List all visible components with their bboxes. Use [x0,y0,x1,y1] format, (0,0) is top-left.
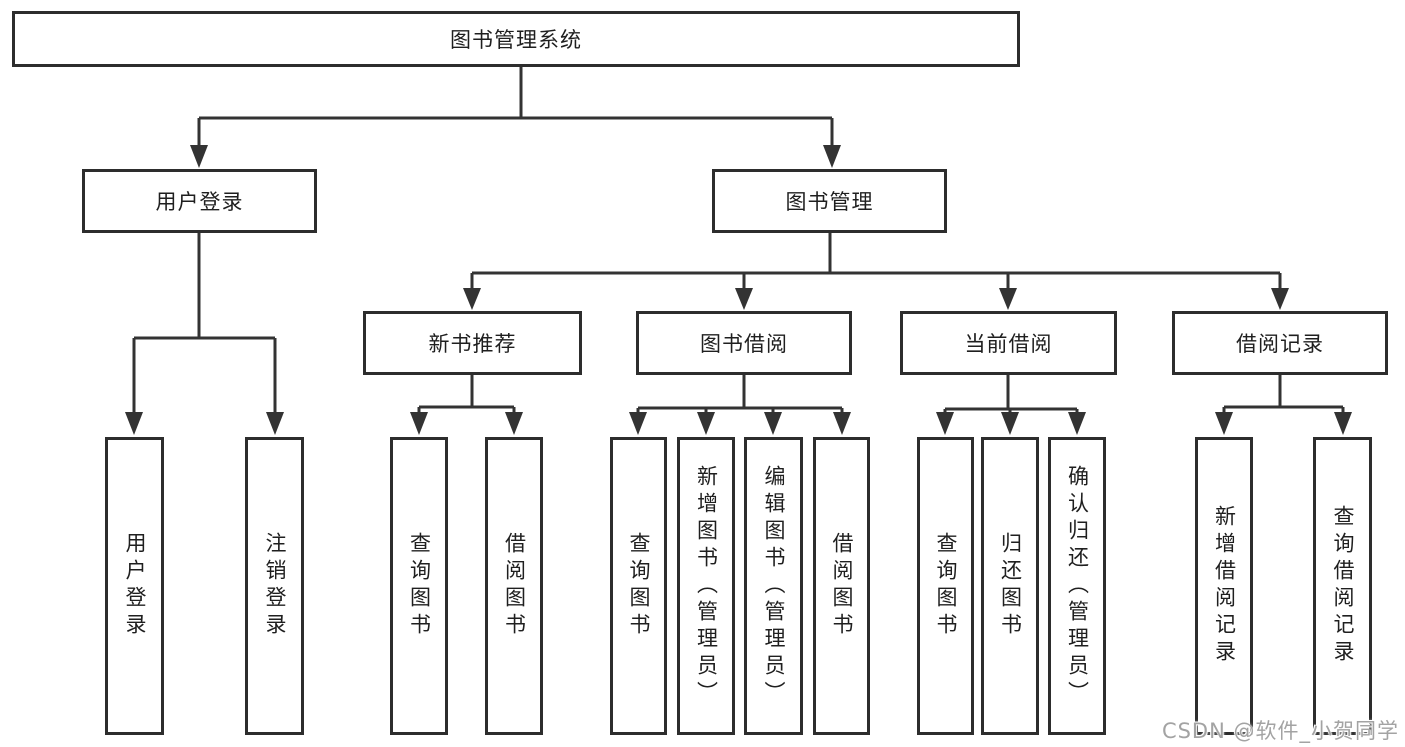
arrowheads-level3 [463,288,1289,310]
node-label: 新增图书（管理员） [694,464,719,708]
node-current-borrowing: 当前借阅 [900,311,1117,375]
node-label: 新书推荐 [428,332,517,356]
node-label: 查询图书 [934,532,958,640]
arrowheads-user-login-children [125,412,284,435]
node-label: 注销登录 [263,532,287,640]
connector-book-borrowing-children [636,375,844,414]
node-label: 确认归还（管理员） [1065,464,1090,708]
node-label: 图书管理系统 [450,28,582,52]
leaf-logout: 注销登录 [245,437,304,735]
leaf-borrow-books-recommend: 借阅图书 [485,437,543,735]
node-label: 查询图书 [627,532,651,640]
leaf-borrow-books-borrowing: 借阅图书 [813,437,870,735]
csdn-watermark: CSDN @软件_小贺同学 [1161,719,1399,743]
node-label: 查询借阅记录 [1331,505,1355,667]
node-library-management-system: 图书管理系统 [12,11,1020,67]
node-book-management: 图书管理 [712,169,947,233]
leaf-edit-books-admin: 编辑图书（管理员） [744,437,803,735]
leaf-query-books-borrowing: 查询图书 [610,437,667,735]
leaf-query-books-recommend: 查询图书 [390,437,448,735]
connector-current-borrowing-children [943,375,1079,414]
connector-root-to-level2 [197,67,834,147]
node-label: 当前借阅 [964,332,1053,356]
node-label: 图书管理 [785,190,874,214]
node-label: 新增借阅记录 [1212,505,1237,667]
node-label: 图书借阅 [700,332,788,356]
connector-book-management-to-level3 [470,233,1282,290]
connector-user-login-children [132,233,277,414]
node-user-login: 用户登录 [82,169,317,233]
leaf-return-books: 归还图书 [981,437,1039,735]
node-label: 用户登录 [155,190,244,214]
leaf-user-login: 用户登录 [105,437,164,735]
arrowheads-leaf-row [410,412,1352,435]
connector-borrow-records-children [1222,375,1345,414]
node-label: 借阅图书 [502,532,527,640]
node-label: 归还图书 [998,532,1023,640]
node-borrow-records: 借阅记录 [1172,311,1388,375]
node-new-book-recommend: 新书推荐 [363,311,582,375]
node-label: 借阅记录 [1236,332,1324,356]
connector-recommend-children [417,375,516,414]
node-label: 编辑图书（管理员） [762,464,786,708]
leaf-query-books-current: 查询图书 [917,437,974,735]
leaf-query-borrow-record: 查询借阅记录 [1313,437,1372,735]
node-label: 借阅图书 [830,532,854,640]
leaf-add-borrow-record: 新增借阅记录 [1195,437,1253,735]
leaf-add-books-admin: 新增图书（管理员） [677,437,735,735]
leaf-confirm-return-admin: 确认归还（管理员） [1048,437,1106,735]
arrowheads-level2 [190,145,841,168]
node-book-borrowing: 图书借阅 [636,311,852,375]
node-label: 用户登录 [123,532,147,640]
node-label: 查询图书 [407,532,432,640]
